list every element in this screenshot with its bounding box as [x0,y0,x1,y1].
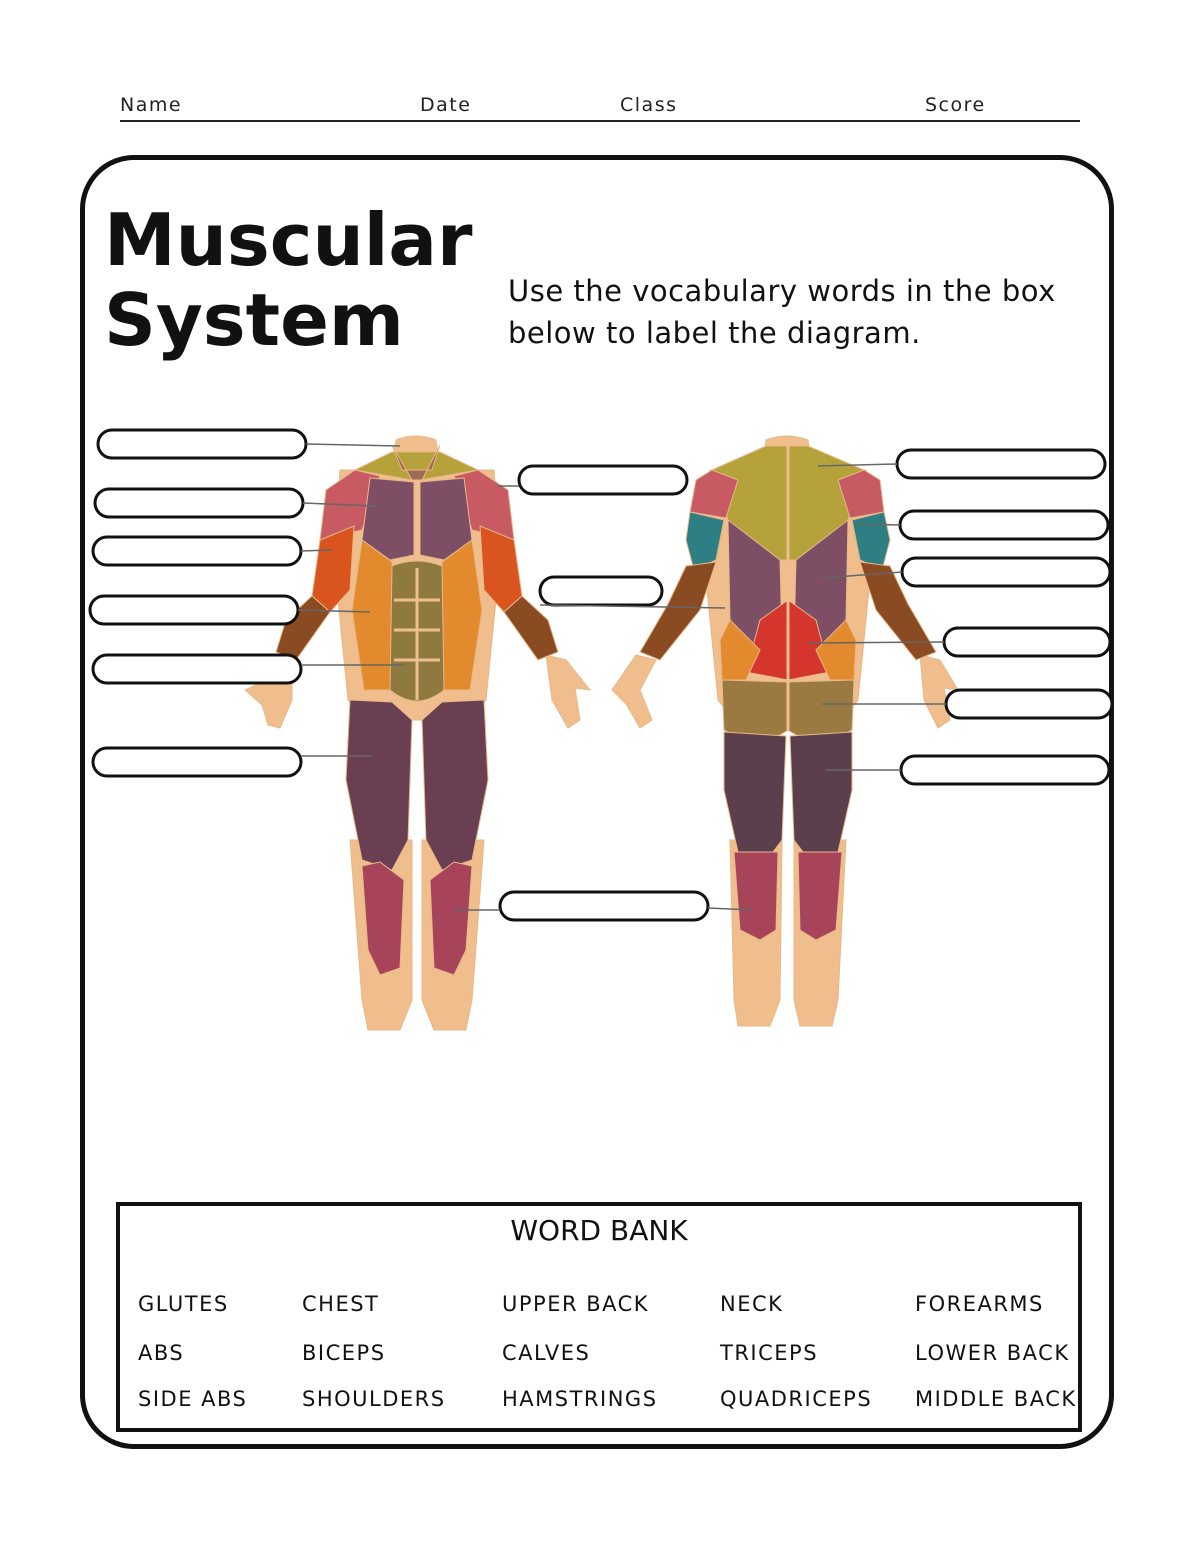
back-left-forearm [639,561,717,661]
back-left-hamstrings [723,731,787,857]
word-bank-title: WORD BANK [510,1214,688,1247]
label-box-9[interactable] [498,890,710,922]
worksheet-frame [80,155,1114,1449]
word-abs: ABS [138,1341,185,1365]
label-box-1[interactable] [96,428,308,460]
front-right-forearm [503,595,559,661]
word-forearms: FOREARMS [915,1292,1044,1316]
date-label: Date [420,94,472,116]
front-figure [244,435,592,1031]
front-left-quads [345,699,413,871]
front-right-hand [545,654,592,729]
front-right-quads [421,699,489,871]
word-shoulders: SHOULDERS [302,1387,446,1411]
front-right-calves [429,861,473,976]
label-box-5[interactable] [91,653,303,685]
label-box-7[interactable] [517,464,689,496]
word-neck: NECK [720,1292,784,1316]
word-middle-back: MIDDLE BACK [915,1387,1077,1411]
word-biceps: BICEPS [302,1341,386,1365]
title-line-2: System [104,278,404,362]
label-box-14[interactable] [944,688,1114,720]
label-box-2[interactable] [93,487,305,519]
word-hamstrings: HAMSTRINGS [502,1387,658,1411]
word-side-abs: SIDE ABS [138,1387,248,1411]
back-right-forearm [859,561,937,661]
back-right-hamstrings [789,731,853,857]
label-box-8[interactable] [538,575,664,607]
front-right-biceps [479,525,523,613]
front-abs-lines [394,568,440,700]
page-title: Muscular System [104,200,472,360]
front-left-biceps [311,525,355,613]
label-box-6[interactable] [91,746,303,778]
label-boxes [88,428,1114,922]
word-lower-back: LOWER BACK [915,1341,1070,1365]
back-left-hand [611,654,657,729]
back-left-glutes [721,679,789,741]
back-figure [611,435,959,1027]
score-label: Score [925,94,986,116]
front-right-chest [419,477,473,561]
front-right-side-abs [441,539,483,691]
front-left-calves [361,861,405,976]
back-right-glutes [787,679,855,741]
word-triceps: TRICEPS [720,1341,819,1365]
back-left-calves [733,851,779,941]
instructions-text: Use the vocabulary words in the box belo… [508,274,1056,350]
back-right-shoulder [837,469,885,519]
label-box-15[interactable] [899,754,1111,786]
word-quadriceps: QUADRICEPS [720,1387,873,1411]
word-bank: WORD BANK GLUTES ABS SIDE ABS CHEST BICE… [116,1202,1082,1432]
word-glutes: GLUTES [138,1292,229,1316]
leader-lines [297,443,946,911]
front-left-side-abs [351,539,393,691]
word-upper-back: UPPER BACK [502,1292,650,1316]
label-box-13[interactable] [942,626,1112,658]
word-calves: CALVES [502,1341,591,1365]
word-chest: CHEST [302,1292,380,1316]
title-line-1: Muscular [104,198,473,282]
back-right-calves [797,851,843,941]
class-label: Class [620,94,678,116]
front-left-chest [361,477,415,561]
name-label: Name [120,94,183,116]
front-neck [391,444,441,481]
back-left-shoulder [689,469,739,519]
label-box-12[interactable] [900,556,1112,588]
label-box-11[interactable] [898,509,1110,541]
header-underline [120,120,1080,122]
label-box-4[interactable] [88,594,300,626]
label-box-3[interactable] [91,535,303,567]
label-box-10[interactable] [895,448,1107,480]
